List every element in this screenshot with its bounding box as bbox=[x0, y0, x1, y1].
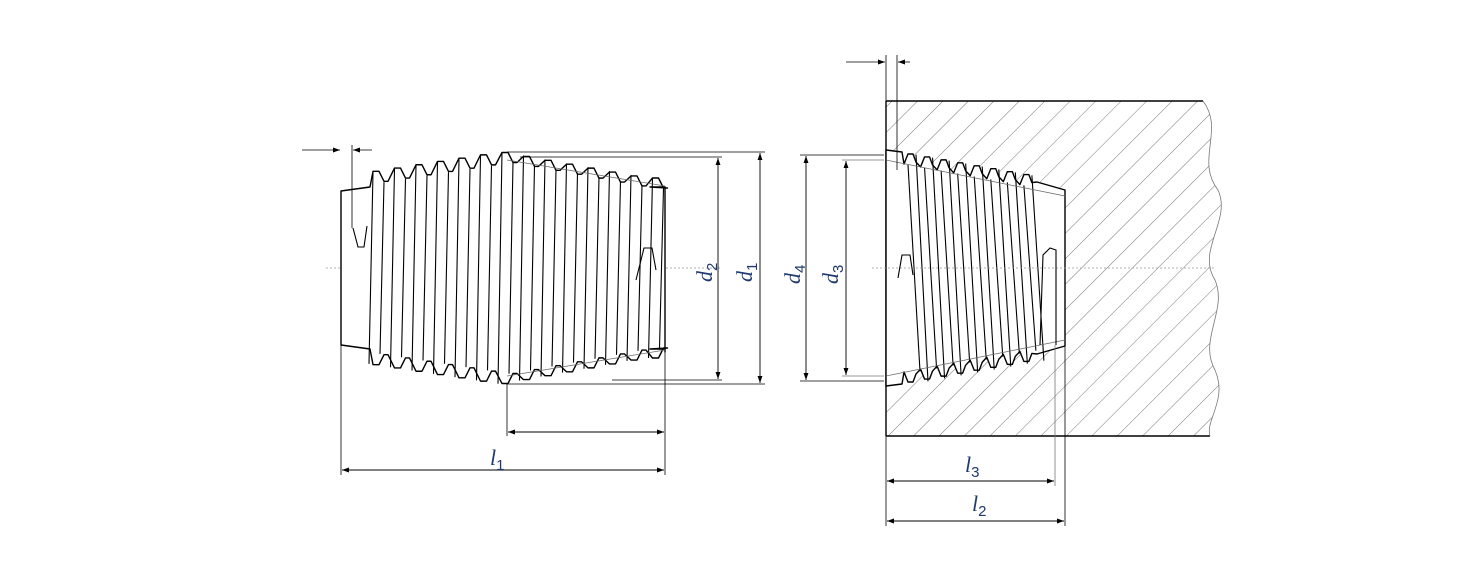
thread-flank-line bbox=[583, 167, 589, 369]
thread-flank-line bbox=[932, 157, 946, 379]
thread-root-line bbox=[443, 172, 450, 364]
external-thread-outline bbox=[340, 151, 669, 385]
thread-flank-line bbox=[540, 159, 546, 377]
thread-root-line bbox=[572, 173, 579, 363]
label-l1: l1 bbox=[490, 445, 504, 474]
label-d2: d2 bbox=[692, 263, 721, 282]
thread-flank-line bbox=[475, 155, 482, 381]
thread-root-line bbox=[551, 169, 557, 367]
thread-start-mark bbox=[352, 225, 368, 248]
taper-line-bottom bbox=[885, 339, 1066, 377]
thread-flank-line bbox=[965, 163, 979, 373]
thread-root-line bbox=[422, 175, 428, 361]
internal-thread-view bbox=[800, 55, 1222, 526]
taper-line-top bbox=[506, 159, 666, 187]
thread-flank-line bbox=[940, 170, 954, 366]
thread-flank-line bbox=[518, 155, 525, 381]
thread-flank-line bbox=[432, 162, 439, 374]
thread-root-line bbox=[637, 185, 643, 351]
thread-flank-line bbox=[411, 165, 417, 371]
taper-line-top bbox=[885, 159, 1066, 197]
thread-root-line bbox=[594, 177, 600, 359]
label-d3: d3 bbox=[818, 265, 847, 284]
thread-flank-line bbox=[604, 171, 611, 365]
label-d4: d4 bbox=[780, 265, 809, 284]
hatched-section bbox=[886, 101, 1222, 436]
thread-root-line bbox=[400, 178, 407, 358]
thread-flank-line bbox=[497, 152, 503, 384]
thread-flank-line bbox=[647, 177, 654, 359]
label-d1: d1 bbox=[732, 263, 761, 282]
thread-flank-line bbox=[626, 175, 632, 361]
thread-root-line bbox=[658, 187, 665, 349]
thread-root-line bbox=[486, 165, 493, 371]
thread-flank-line bbox=[957, 173, 971, 363]
thread-flank-line bbox=[561, 163, 568, 373]
thread-root-line bbox=[615, 181, 622, 355]
label-l2: l2 bbox=[972, 491, 986, 520]
thread-flank-line bbox=[368, 172, 374, 364]
thread-flank-line bbox=[948, 160, 962, 376]
thread-root-line bbox=[508, 162, 514, 374]
thread-end-mark bbox=[635, 247, 657, 281]
thread-start-mark bbox=[897, 254, 914, 279]
external-thread-view bbox=[302, 145, 765, 475]
thread-root-line bbox=[529, 165, 536, 371]
thread-flank-line bbox=[454, 158, 460, 378]
label-l3: l3 bbox=[965, 452, 979, 481]
taper-line-bottom bbox=[506, 349, 666, 377]
thread-end-mark bbox=[1039, 247, 1057, 346]
thread-root-line bbox=[379, 182, 385, 354]
break-line bbox=[1202, 100, 1222, 437]
thread-root-line bbox=[465, 168, 471, 368]
thread-flank-line bbox=[924, 167, 938, 369]
thread-flank-line bbox=[389, 168, 396, 368]
